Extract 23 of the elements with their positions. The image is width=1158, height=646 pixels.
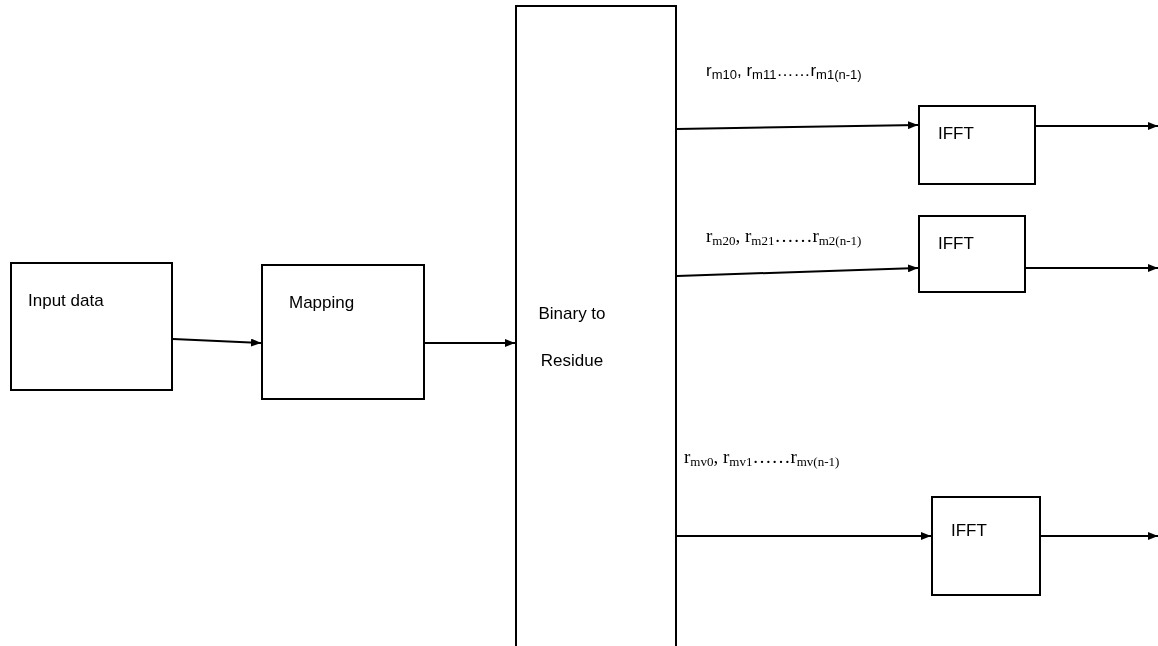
process-box bbox=[261, 264, 425, 400]
edge-label: r$_{mv0}$, r$_{mv1}$……r$_{mv(n-1)}$ bbox=[684, 445, 840, 472]
box-label: IFFT bbox=[951, 520, 987, 542]
box-label: IFFT bbox=[938, 123, 974, 145]
arrow bbox=[1040, 532, 1158, 540]
arrow bbox=[424, 339, 516, 347]
edge-label: r$_{m20}$, r$_{m21}$……r$_{m2(n-1)}$ bbox=[706, 224, 862, 251]
arrow bbox=[676, 532, 932, 540]
process-box bbox=[515, 5, 677, 646]
box-label: Binary to Residue bbox=[537, 303, 607, 372]
process-box bbox=[10, 262, 173, 391]
box-label: Mapping bbox=[289, 292, 355, 314]
edge-label: r$_{m10}$, r$_{m11}$……r$_{m1(n-1)}$ bbox=[706, 60, 862, 84]
process-box bbox=[918, 215, 1026, 293]
box-label: IFFT bbox=[938, 233, 974, 255]
process-box bbox=[918, 105, 1036, 185]
arrow bbox=[676, 264, 919, 277]
arrow bbox=[172, 338, 262, 347]
arrow bbox=[1035, 122, 1158, 130]
box-label: Input data bbox=[28, 290, 104, 312]
arrow bbox=[1025, 264, 1158, 272]
arrow bbox=[676, 121, 919, 130]
process-box bbox=[931, 496, 1041, 596]
